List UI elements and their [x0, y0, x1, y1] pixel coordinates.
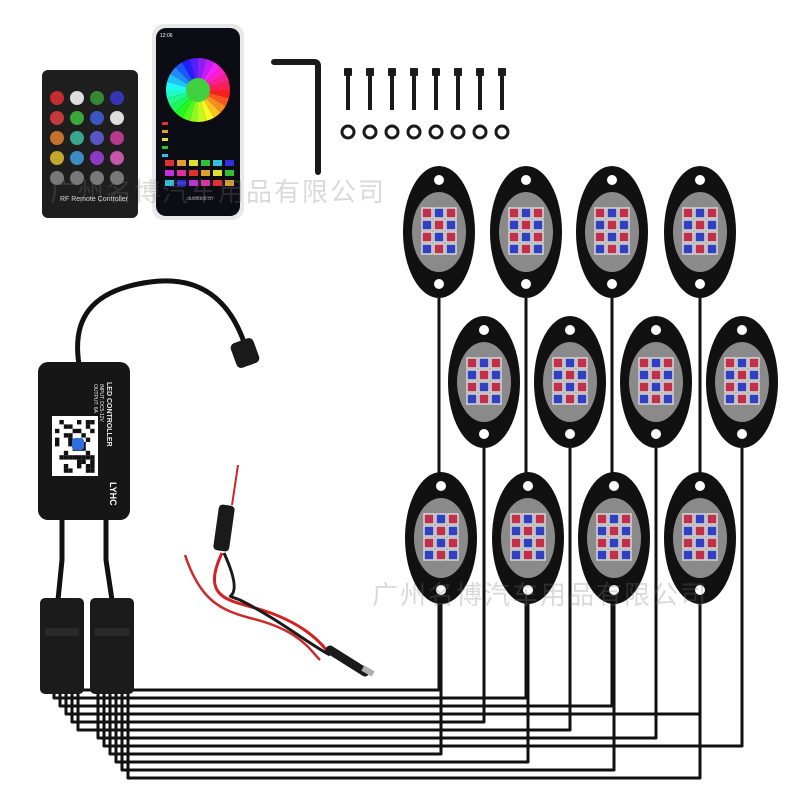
rock-light-pod [403, 166, 475, 298]
qr-code [55, 420, 95, 473]
rock-light-pod [578, 472, 650, 604]
light-wire [70, 448, 486, 724]
phone-url: duoduoli.cn [187, 196, 213, 202]
light-wire [102, 448, 744, 748]
rock-light-pod [664, 166, 736, 298]
rock-light-pod [405, 472, 477, 604]
light-wire [120, 604, 616, 772]
splitter-connector-left [40, 598, 84, 694]
controller-output: OUTPUT: 6A [92, 384, 98, 413]
rock-light-pod [490, 166, 562, 298]
rock-light-pod [620, 316, 692, 448]
phone-time: 12:06 [160, 33, 173, 39]
light-wire [96, 448, 658, 740]
rock-light-pod [534, 316, 606, 448]
light-wire [108, 604, 443, 756]
splitter-connector-right [90, 598, 134, 694]
rock-light-pod [664, 472, 736, 604]
rock-light-pod [706, 316, 778, 448]
light-wire [114, 604, 530, 764]
controller-title: LED CONTROLLER [105, 382, 112, 447]
light-wire [126, 604, 702, 780]
controller-input: INPUT: DC5-12V [98, 384, 104, 422]
extension-cable [75, 278, 248, 371]
rock-light-pod [448, 316, 520, 448]
smartphone-app [152, 24, 244, 220]
rock-light-pod [576, 166, 648, 298]
rock-light-pod [492, 472, 564, 604]
rf-remote-controller [42, 70, 138, 218]
controller-brand: LYHC [108, 482, 118, 506]
bolts-and-nuts [340, 68, 510, 140]
remote-label: RF Remote Controller [59, 196, 129, 203]
light-wire [76, 448, 572, 732]
dc-female-plug [230, 338, 260, 368]
hex-key [271, 59, 321, 175]
power-wire [183, 464, 375, 677]
led-controller-box [38, 362, 130, 520]
rock-lights [403, 166, 778, 604]
